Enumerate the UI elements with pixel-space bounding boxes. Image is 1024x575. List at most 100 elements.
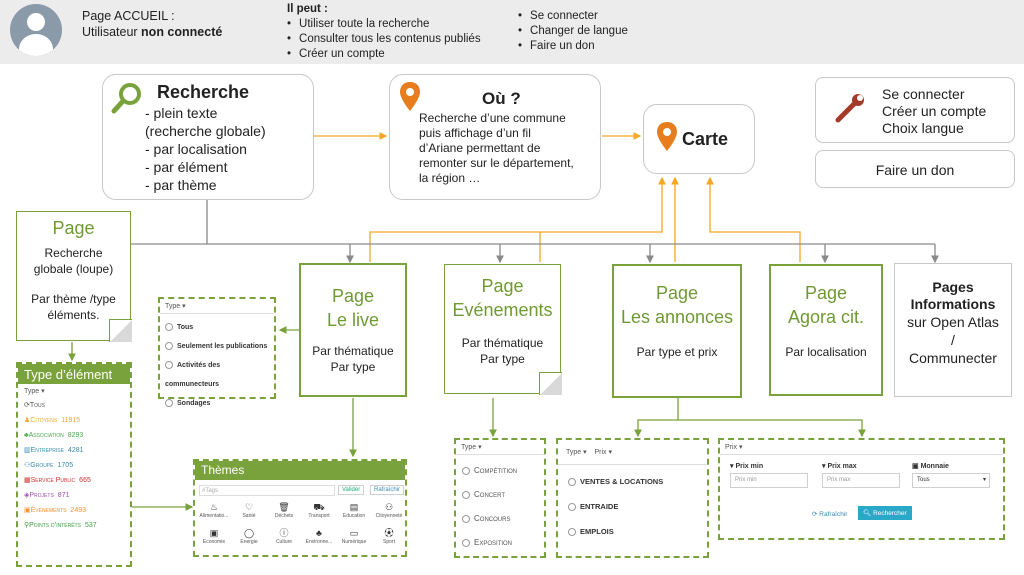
theme-button[interactable]: ♨Alimentatio...	[197, 501, 231, 525]
pages-info-line: /	[951, 332, 955, 348]
can-title: Il peut :	[287, 3, 328, 15]
theme-button[interactable]: ◯Energie	[232, 527, 266, 551]
annonces-option[interactable]: EMPLOIS	[568, 519, 697, 544]
prix-search-button[interactable]: 🔍︎ Rechercher	[858, 506, 912, 520]
event-option[interactable]: Compétition	[462, 459, 538, 483]
annonces-option[interactable]: ENTRAIDE	[568, 494, 697, 519]
theme-icon: ⓘ	[279, 528, 289, 538]
page-events-card[interactable]: Page Evénements Par thématique Par type	[444, 264, 562, 395]
themes-panel: Thèmes #Tags Valider Rafraîchir ♨Aliment…	[193, 459, 407, 557]
type-element-count: 871	[57, 492, 70, 499]
prix-refresh-button[interactable]: ⟳ Rafraîchir	[812, 511, 848, 518]
page-annonces-title2: Les annonces	[620, 307, 734, 327]
type-element-label: Projets	[29, 492, 54, 499]
theme-button[interactable]: 🗑︎Déchets	[267, 501, 301, 525]
prix-label[interactable]: Prix ▾	[720, 440, 1003, 455]
pages-info-card[interactable]: Pages Informations sur Open Atlas / Comm…	[894, 263, 1012, 397]
theme-icon: ♣	[316, 528, 322, 538]
account-box[interactable]: Se connecter Créer un compte Choix langu…	[815, 77, 1015, 143]
event-option[interactable]: Concours	[462, 507, 538, 531]
type-element-label: Événements	[30, 507, 67, 514]
page-agora-card[interactable]: Page Agora cit. Par localisation	[769, 264, 883, 396]
theme-label: Citoyenneté	[375, 513, 403, 519]
page-live-line: Par thématique	[312, 344, 394, 358]
live-option[interactable]: Seulement les publications	[165, 337, 269, 356]
pages-info-line: Communecter	[909, 350, 997, 366]
theme-button[interactable]: ⛟Transport	[302, 501, 336, 525]
prix-min-label: ▾ Prix min	[730, 463, 764, 470]
theme-icon: ⚽︎	[384, 528, 394, 538]
annonces-option[interactable]: VENTES & LOCATIONS	[568, 469, 697, 494]
don-box[interactable]: Faire un don	[815, 150, 1015, 188]
page-recherche-card[interactable]: Page Recherche globale (loupe) Par thème…	[16, 211, 132, 342]
recherche-lines: - plein texte (recherche globale) - par …	[145, 104, 266, 194]
themes-row-1: ♨Alimentatio...♡Santé🗑︎Déchets⛟Transport…	[195, 500, 405, 526]
theme-button[interactable]: ♡Santé	[232, 501, 266, 525]
live-option[interactable]: Activités des communecteurs	[165, 361, 221, 388]
monnaie-select[interactable]: Tous▾	[912, 473, 990, 488]
type-element-icon: ▣	[24, 507, 31, 514]
theme-icon: ⛟	[313, 502, 325, 512]
theme-icon: ♡	[244, 502, 254, 512]
page-recherche-line: Par thème /type	[31, 292, 116, 306]
theme-button[interactable]: ▭Numérique	[337, 527, 371, 551]
annonces-prix-label[interactable]: Prix ▾	[594, 449, 612, 456]
event-type-label[interactable]: Type ▾	[456, 440, 544, 455]
theme-button[interactable]: ▣Economie	[197, 527, 231, 551]
theme-button[interactable]: ⚇Citoyenneté	[372, 501, 406, 525]
theme-button[interactable]: ⚽︎Sport	[372, 527, 406, 551]
rafraichir-button[interactable]: Rafraîchir	[370, 485, 405, 495]
can-item: Consulter tous les contenus publiés	[287, 32, 481, 47]
page-recherche-line: éléments.	[47, 308, 100, 322]
theme-label: Déchets	[274, 513, 294, 519]
type-element-count: 537	[84, 522, 97, 529]
event-option[interactable]: Concert	[462, 483, 538, 507]
ou-box[interactable]: Où ? Recherche d’une commune puis affich…	[389, 74, 601, 200]
page-live-title1: Page	[331, 286, 375, 306]
recherche-box[interactable]: Recherche - plein texte (recherche globa…	[102, 74, 314, 200]
prix-max-input[interactable]: Prix max	[822, 473, 900, 488]
tags-input[interactable]: #Tags	[199, 485, 335, 496]
theme-label: Education	[342, 513, 366, 519]
live-type-label[interactable]: Type ▾	[160, 299, 274, 314]
recherche-title: Recherche	[157, 82, 250, 102]
live-option[interactable]: Tous	[165, 318, 269, 337]
can-item: Utiliser toute la recherche	[287, 17, 481, 32]
live-option[interactable]: Sondages	[165, 394, 269, 413]
page-live-card[interactable]: Page Le live Par thématique Par type	[299, 263, 407, 397]
prix-min-input[interactable]: Prix min	[730, 473, 808, 488]
type-element-count: 11915	[61, 417, 81, 424]
page-annonces-card[interactable]: Page Les annonces Par type et prix	[612, 264, 742, 398]
can-list-1: Utiliser toute la recherche Consulter to…	[287, 17, 481, 62]
event-filter-panel: Type ▾ Compétition Concert Concours Expo…	[454, 438, 546, 558]
carte-box[interactable]: Carte	[643, 104, 755, 174]
themes-title: Thèmes	[195, 461, 405, 480]
type-filter-label[interactable]: Type ▾	[24, 388, 45, 395]
type-element-label: Tous	[29, 402, 45, 409]
theme-button[interactable]: ▤Education	[337, 501, 371, 525]
page-recherche-line: globale (loupe)	[33, 262, 114, 276]
annonces-filter-panel: Type ▾ Prix ▾ VENTES & LOCATIONS ENTRAID…	[556, 438, 709, 558]
type-element-item[interactable]: ⟳Tous	[18, 398, 130, 413]
theme-icon: ▣	[209, 528, 219, 538]
theme-button[interactable]: ♣Environne...	[302, 527, 336, 551]
recherche-line: - par élément	[145, 159, 228, 175]
annonces-type-label[interactable]: Type ▾	[566, 449, 587, 456]
page-events-line: Par type	[480, 352, 525, 366]
valider-button[interactable]: Valider	[338, 485, 365, 495]
theme-icon: 🗑︎	[278, 502, 290, 512]
recherche-line: - par thème	[145, 177, 217, 193]
theme-icon: ⚇	[384, 502, 394, 512]
live-filter-panel: Type ▾ Tous Seulement les publications A…	[158, 297, 276, 408]
event-option[interactable]: Exposition	[462, 531, 538, 555]
